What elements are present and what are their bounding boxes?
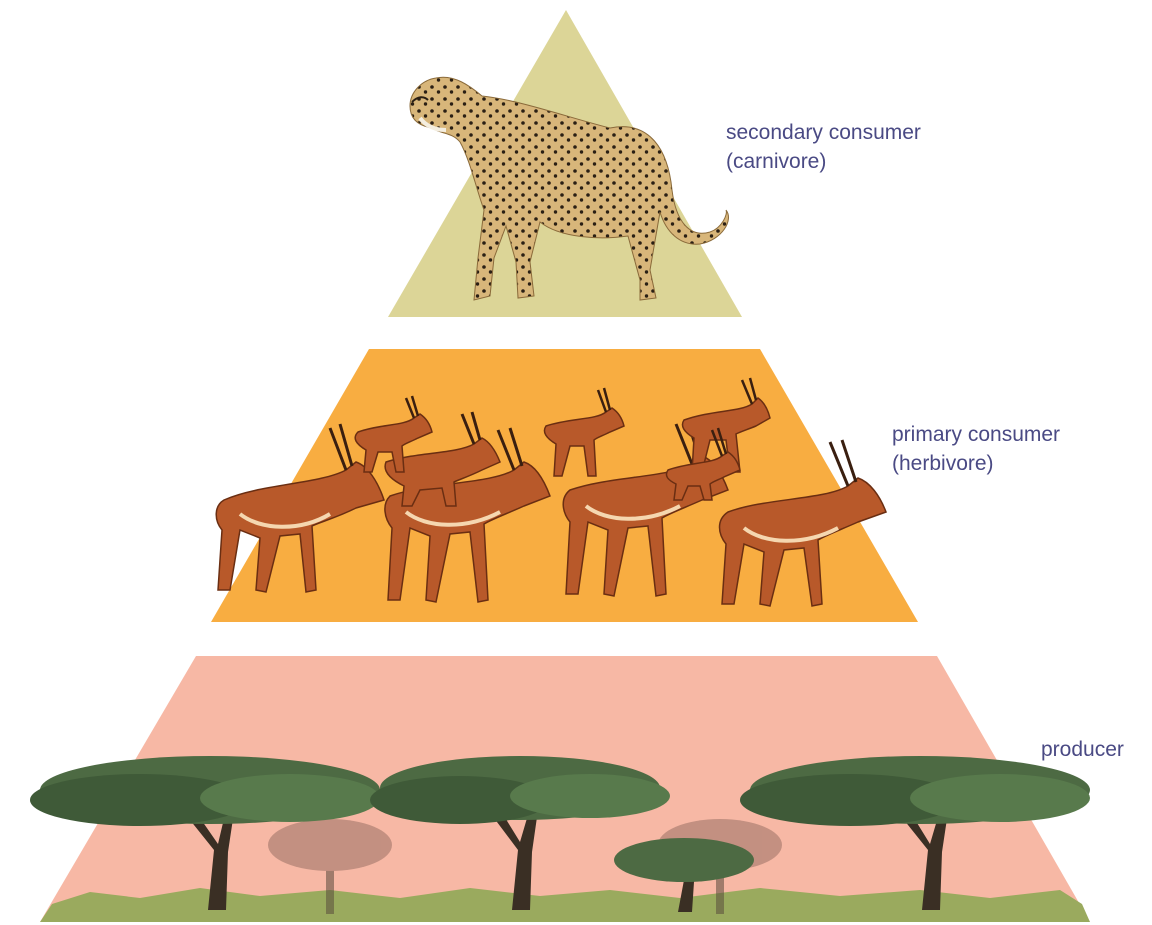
label-producer: producer [1041,735,1124,764]
label-primary-consumer-sub: (herbivore) [892,449,1060,478]
label-primary-consumer: primary consumer (herbivore) [892,420,1060,478]
label-secondary-consumer-sub: (carnivore) [726,147,921,176]
label-secondary-consumer: secondary consumer (carnivore) [726,118,921,176]
label-producer-name: producer [1041,735,1124,764]
label-secondary-consumer-name: secondary consumer [726,118,921,147]
label-primary-consumer-name: primary consumer [892,420,1060,449]
